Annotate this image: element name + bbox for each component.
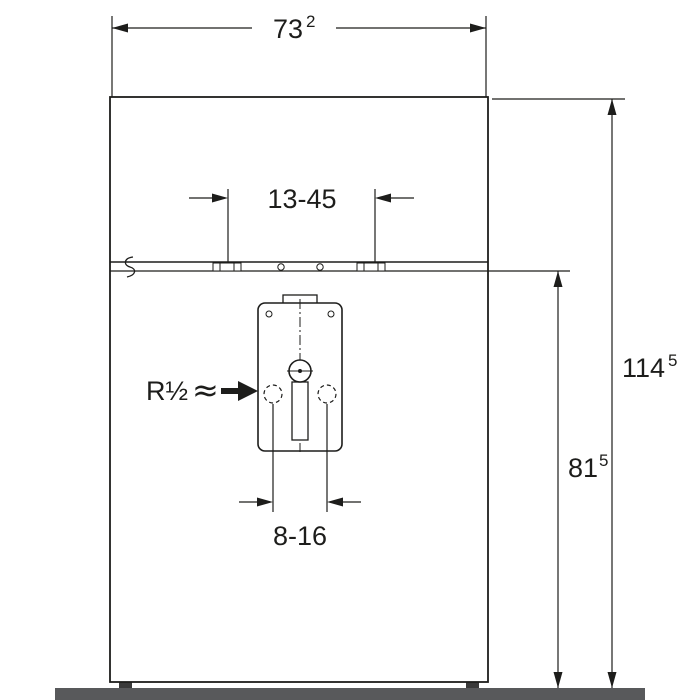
- screw-hole-right: [316, 263, 324, 271]
- pipe-position-left-dashed-circle: [263, 384, 283, 404]
- dimension-height-total: 114 5: [492, 98, 677, 688]
- arrowhead-inward-left-icon: [212, 193, 228, 203]
- pipe-position-right-dashed-circle: [317, 384, 337, 404]
- dimension-pipe-range: 8-16: [239, 404, 361, 551]
- dimension-bracket-range: 13-45: [189, 184, 414, 262]
- dim-height-total-sup: 5: [668, 351, 677, 370]
- dimension-width-top: 73 2: [111, 12, 487, 97]
- mounting-plate: [257, 294, 343, 452]
- dim-pipe-range-value: 8-16: [273, 521, 327, 551]
- arrowhead-left-icon: [112, 23, 128, 33]
- arrowhead-inward-right-icon: [327, 497, 343, 507]
- water-connection-center-dot: [298, 369, 302, 373]
- dim-height-lower-sup: 5: [599, 451, 608, 470]
- left-clip-detail: [124, 256, 136, 278]
- dim-width-value: 73: [273, 14, 303, 44]
- arrowhead-inward-left-icon: [257, 497, 273, 507]
- supply-pipe: [291, 381, 309, 441]
- approx-symbol: ≈: [192, 371, 219, 409]
- rail-right-body: [356, 262, 386, 272]
- dim-height-lower-value: 81: [568, 453, 598, 483]
- mounting-rail-right: [356, 262, 386, 272]
- arrowhead-up-icon: [607, 99, 617, 115]
- arrowhead-right-icon: [470, 23, 486, 33]
- dimension-height-lower: 81 5: [553, 271, 608, 688]
- pointer-arrow-icon: [221, 381, 258, 401]
- connection-annotation: R½ ≈: [146, 371, 258, 409]
- cabinet-foot-right: [466, 682, 479, 688]
- dim-bracket-range-value: 13-45: [267, 184, 336, 214]
- arrowhead-inward-right-icon: [375, 193, 391, 203]
- dim-height-total-value: 114: [622, 353, 665, 383]
- arrowhead-up-icon: [553, 271, 563, 287]
- cabinet-foot-left: [119, 682, 132, 688]
- plate-screw-right: [327, 310, 335, 318]
- mounting-rail-left: [212, 262, 242, 272]
- arrowhead-down-icon: [607, 672, 617, 688]
- arrowhead-down-icon: [553, 672, 563, 688]
- plate-screw-left: [265, 310, 273, 318]
- rail-left-body: [212, 262, 242, 272]
- floor-slab: [55, 688, 645, 700]
- connection-label: R½: [146, 376, 188, 406]
- screw-hole-left: [277, 263, 285, 271]
- dim-width-sup: 2: [306, 12, 315, 31]
- divider-section: [110, 256, 570, 278]
